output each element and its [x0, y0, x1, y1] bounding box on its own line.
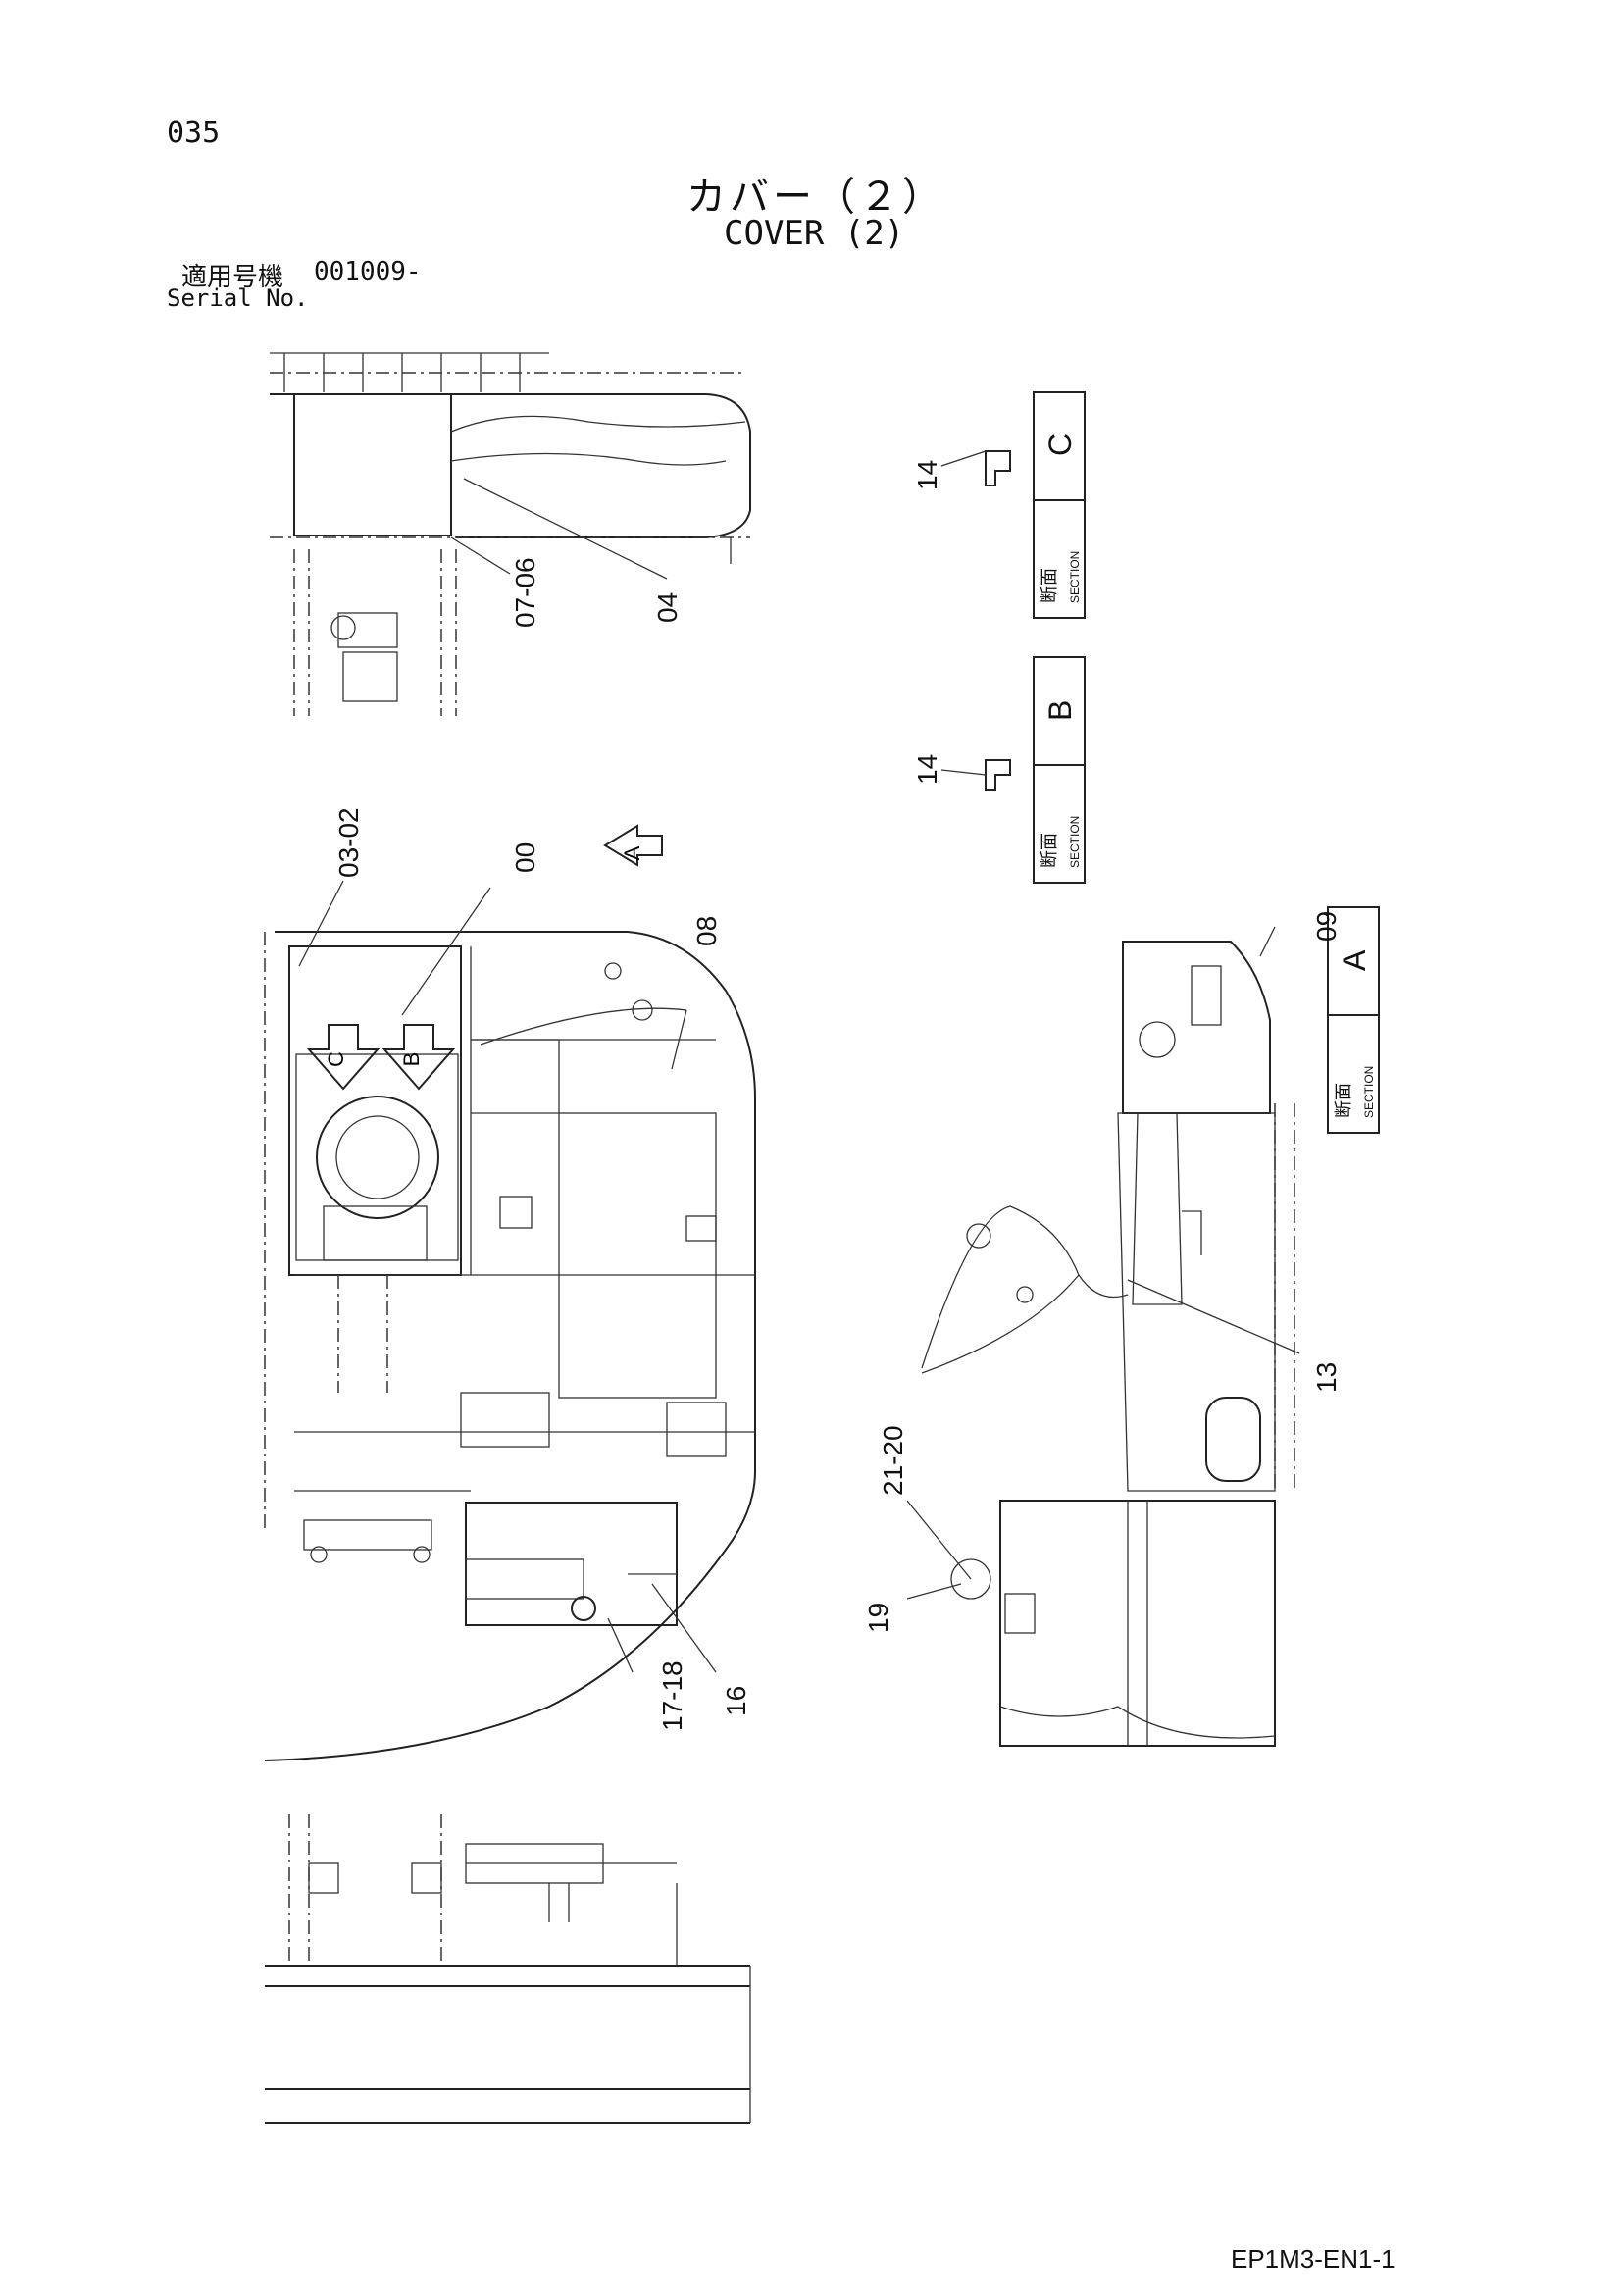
serial-label-japanese: 適用号機 [181, 263, 284, 292]
part-callouts: 07-06 04 14 14 03-02 00 08 09 13 21-20 1… [333, 460, 1342, 1731]
side-view-drawing [906, 926, 1300, 1747]
page-title-english: COVER (2) [724, 214, 905, 253]
callout-14-section-c: 14 [912, 460, 942, 490]
view-arrow-a: A [620, 845, 644, 860]
callout-19: 19 [863, 1603, 893, 1633]
section-a-word: SECTION [1362, 1066, 1376, 1118]
callout-14-section-b: 14 [912, 754, 942, 785]
detail-sketch-c [985, 450, 1011, 486]
callout-07-06: 07-06 [510, 557, 540, 628]
callout-21-20: 21-20 [878, 1425, 908, 1496]
page-number: 035 [167, 116, 221, 150]
callout-09: 09 [1311, 911, 1342, 942]
section-b-word: SECTION [1068, 816, 1082, 868]
section-c-letter: C [1042, 434, 1078, 456]
serial-number-value: 001009- [314, 257, 422, 286]
plan-view-drawing: C B A [264, 824, 756, 1761]
callout-13: 13 [1311, 1362, 1342, 1393]
section-label-c: 断面 SECTION C [1033, 391, 1086, 619]
top-view-drawing [270, 352, 751, 716]
detail-sketch-b [985, 759, 1011, 791]
document-code: EP1M3-EN1-1 [1231, 2244, 1396, 2273]
callout-17-18: 17-18 [657, 1660, 687, 1731]
section-a-letter: A [1337, 949, 1372, 971]
callout-03-02: 03-02 [333, 807, 364, 878]
section-c-kanji: 断面 [1040, 568, 1059, 603]
callout-08: 08 [691, 916, 722, 946]
serial-label-english: Serial No. [167, 284, 309, 312]
section-c-word: SECTION [1068, 551, 1082, 603]
section-label-a: 断面 SECTION A [1327, 906, 1380, 1134]
view-arrow-c: C [324, 1051, 348, 1067]
callout-04: 04 [652, 592, 683, 623]
section-label-b: 断面 SECTION B [1033, 656, 1086, 884]
section-a-kanji: 断面 [1334, 1083, 1353, 1118]
callout-16: 16 [721, 1686, 751, 1716]
view-arrow-b: B [399, 1052, 424, 1067]
section-b-letter: B [1042, 700, 1078, 721]
bottom-view-drawing [265, 1814, 751, 2124]
callout-00: 00 [510, 842, 540, 873]
page-title-japanese: カバー（２） [686, 175, 945, 220]
section-b-kanji: 断面 [1040, 833, 1059, 868]
